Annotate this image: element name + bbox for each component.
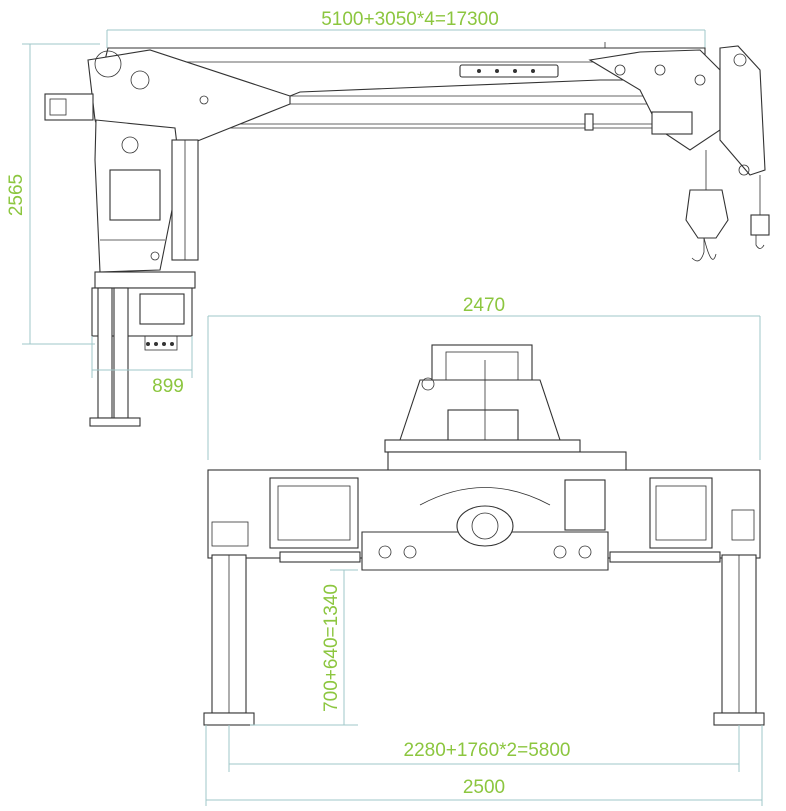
outrigger-inner-label: 2470 — [463, 295, 505, 316]
height-label: 2565 — [6, 174, 27, 216]
side-view-crane — [22, 29, 770, 427]
outrigger-height-label: 700+640=1340 — [321, 584, 342, 712]
front-view-outriggers — [203, 315, 765, 806]
outrigger-outer-label: 2500 — [463, 777, 505, 798]
base-width-label: 899 — [152, 376, 184, 397]
outrigger-span-label: 2280+1760*2=5800 — [404, 740, 571, 761]
boom-length-label: 5100+3050*4=17300 — [321, 9, 499, 30]
